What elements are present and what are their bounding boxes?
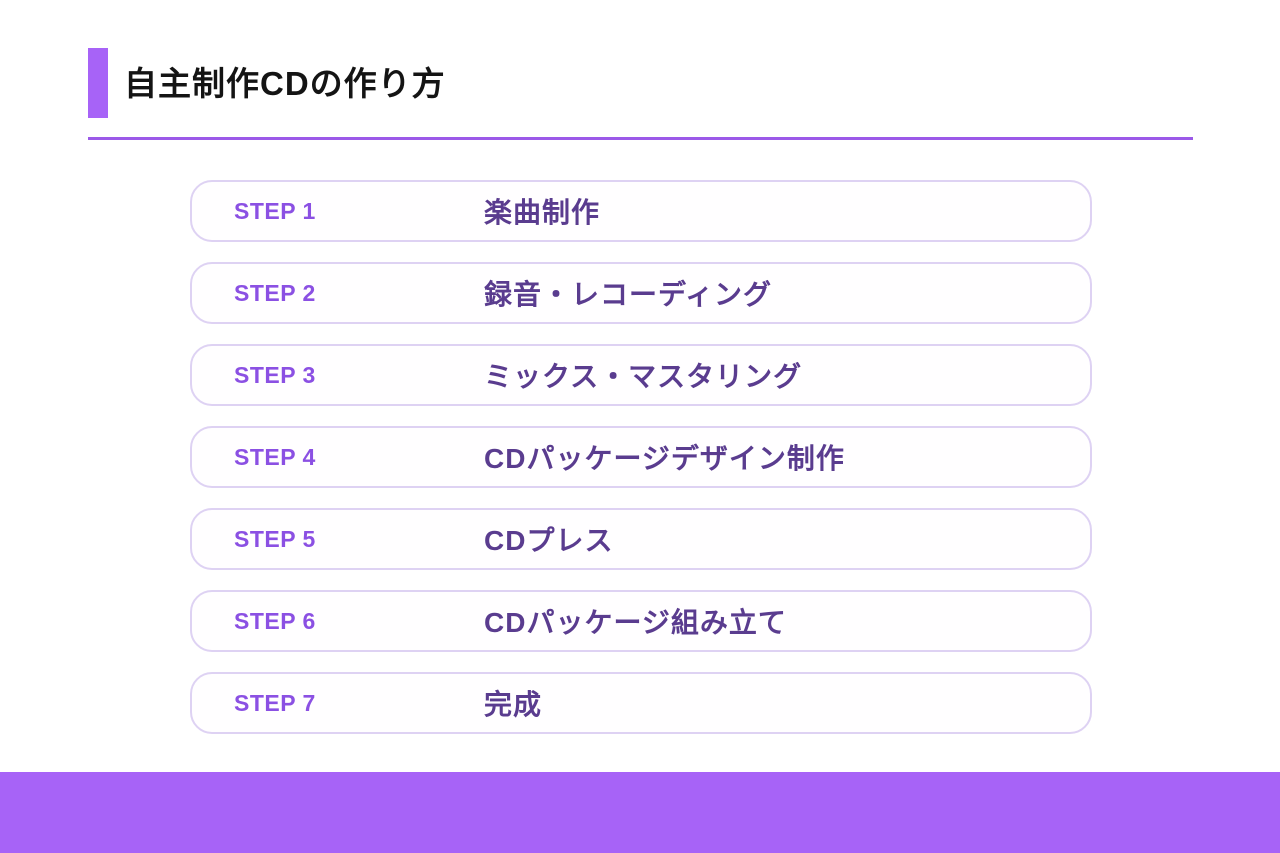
step-row-3: STEP 3 ミックス・マスタリング	[190, 344, 1092, 406]
step-title: 録音・レコーディング	[484, 279, 773, 310]
step-row-5: STEP 5 CDプレス	[190, 508, 1092, 570]
step-label: STEP 1	[234, 197, 316, 224]
step-label: STEP 3	[234, 361, 316, 388]
step-label: STEP 2	[234, 279, 316, 306]
step-label: STEP 5	[234, 525, 316, 552]
step-title: 楽曲制作	[484, 197, 601, 228]
footer-accent-bar	[0, 772, 1280, 853]
step-label: STEP 6	[234, 607, 316, 634]
step-title: 完成	[484, 689, 543, 720]
step-title: CDパッケージデザイン制作	[484, 443, 845, 474]
title-accent-bar	[88, 48, 108, 118]
step-title: CDプレス	[484, 525, 614, 556]
steps-list: STEP 1 楽曲制作 STEP 2 録音・レコーディング STEP 3 ミック…	[190, 180, 1092, 734]
step-row-1: STEP 1 楽曲制作	[190, 180, 1092, 242]
step-label: STEP 4	[234, 443, 316, 470]
page-title: 自主制作CDの作り方	[124, 64, 446, 102]
step-title: CDパッケージ組み立て	[484, 607, 787, 638]
slide-header: 自主制作CDの作り方	[88, 48, 1193, 118]
step-row-6: STEP 6 CDパッケージ組み立て	[190, 590, 1092, 652]
step-title: ミックス・マスタリング	[484, 361, 803, 392]
step-label: STEP 7	[234, 689, 316, 716]
header-divider	[88, 137, 1193, 140]
title-row: 自主制作CDの作り方	[88, 48, 1193, 118]
step-row-2: STEP 2 録音・レコーディング	[190, 262, 1092, 324]
step-row-7: STEP 7 完成	[190, 672, 1092, 734]
step-row-4: STEP 4 CDパッケージデザイン制作	[190, 426, 1092, 488]
